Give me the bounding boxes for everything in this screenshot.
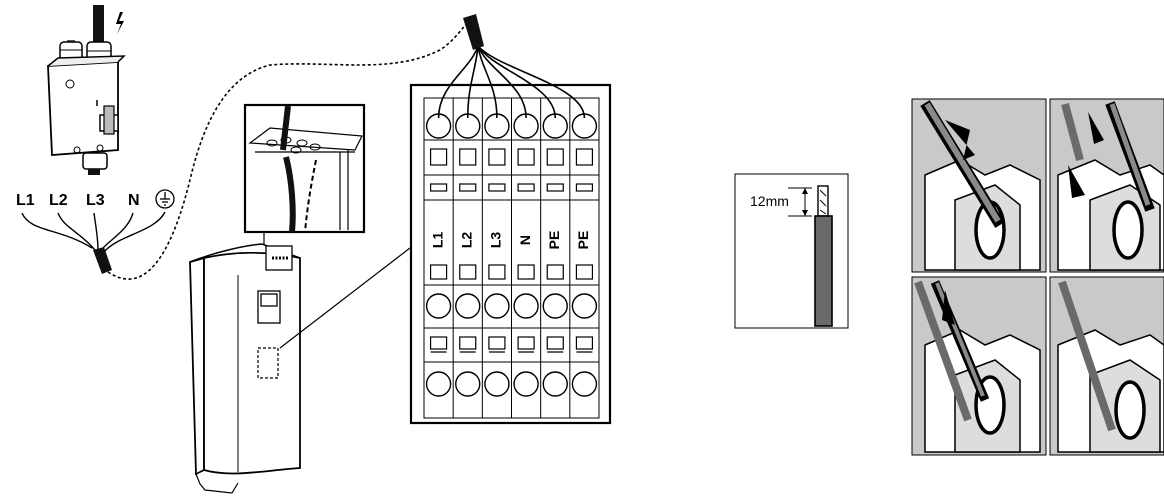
- insert-arrow-icon: [1068, 165, 1085, 198]
- terminal-column: [511, 98, 539, 418]
- release-arrow-icon: [942, 290, 955, 325]
- step-panel-4: [1049, 276, 1164, 456]
- terminal-wire: [477, 45, 557, 119]
- terminal-label: L3: [488, 232, 504, 249]
- terminal-label: PE: [546, 231, 562, 250]
- terminal-cable-sheath: [463, 14, 484, 50]
- supply-terminal-labels: L1 L2 L3 N: [16, 192, 140, 209]
- step-panel-3: [911, 276, 1047, 456]
- terminal-label: L2: [458, 232, 474, 249]
- terminal-label: PE: [575, 231, 591, 250]
- terminal-column: [569, 98, 598, 418]
- terminal-wire: [477, 45, 527, 119]
- terminal-column: [481, 98, 510, 418]
- step-panel-2: OR: [1049, 98, 1164, 290]
- supply-label-n: N: [128, 192, 140, 209]
- terminal-column: [540, 98, 568, 418]
- lightning-bolt-icon: [116, 12, 124, 34]
- terminal-block: L1 L2 L3 N PE PE: [409, 14, 612, 425]
- display-window: [260, 293, 278, 307]
- terminal-label: L1: [429, 232, 445, 249]
- push-arrow-icon: [1088, 112, 1104, 144]
- supply-wires: [21, 211, 166, 253]
- terminal-wire: [437, 45, 479, 119]
- step-panel-1: [911, 98, 1047, 273]
- isolator-switch: [47, 5, 126, 175]
- strip-length-label: 12mm: [750, 193, 789, 209]
- wire-insulation: [814, 215, 833, 327]
- terminal-wires: [437, 45, 586, 119]
- push-arrow-icon: [945, 120, 975, 160]
- supply-label-l3: L3: [86, 192, 105, 209]
- cable-route: [107, 19, 471, 280]
- terminal-wire: [466, 45, 479, 119]
- supply-label-l2: L2: [49, 192, 68, 209]
- supply-cable-sheath: [93, 247, 112, 274]
- terminal-label: N: [517, 235, 533, 245]
- protective-earth-icon: [155, 189, 175, 209]
- terminal-wire: [477, 45, 498, 119]
- strip-length-inset: 12mm: [734, 173, 849, 329]
- terminal-column: [423, 98, 452, 418]
- supply-label-l1: L1: [16, 192, 35, 209]
- supply-cable: [93, 5, 104, 47]
- cable-entry-detail: [243, 103, 366, 234]
- terminal-wire: [477, 45, 586, 119]
- heat-pump-cabinet: [189, 243, 301, 494]
